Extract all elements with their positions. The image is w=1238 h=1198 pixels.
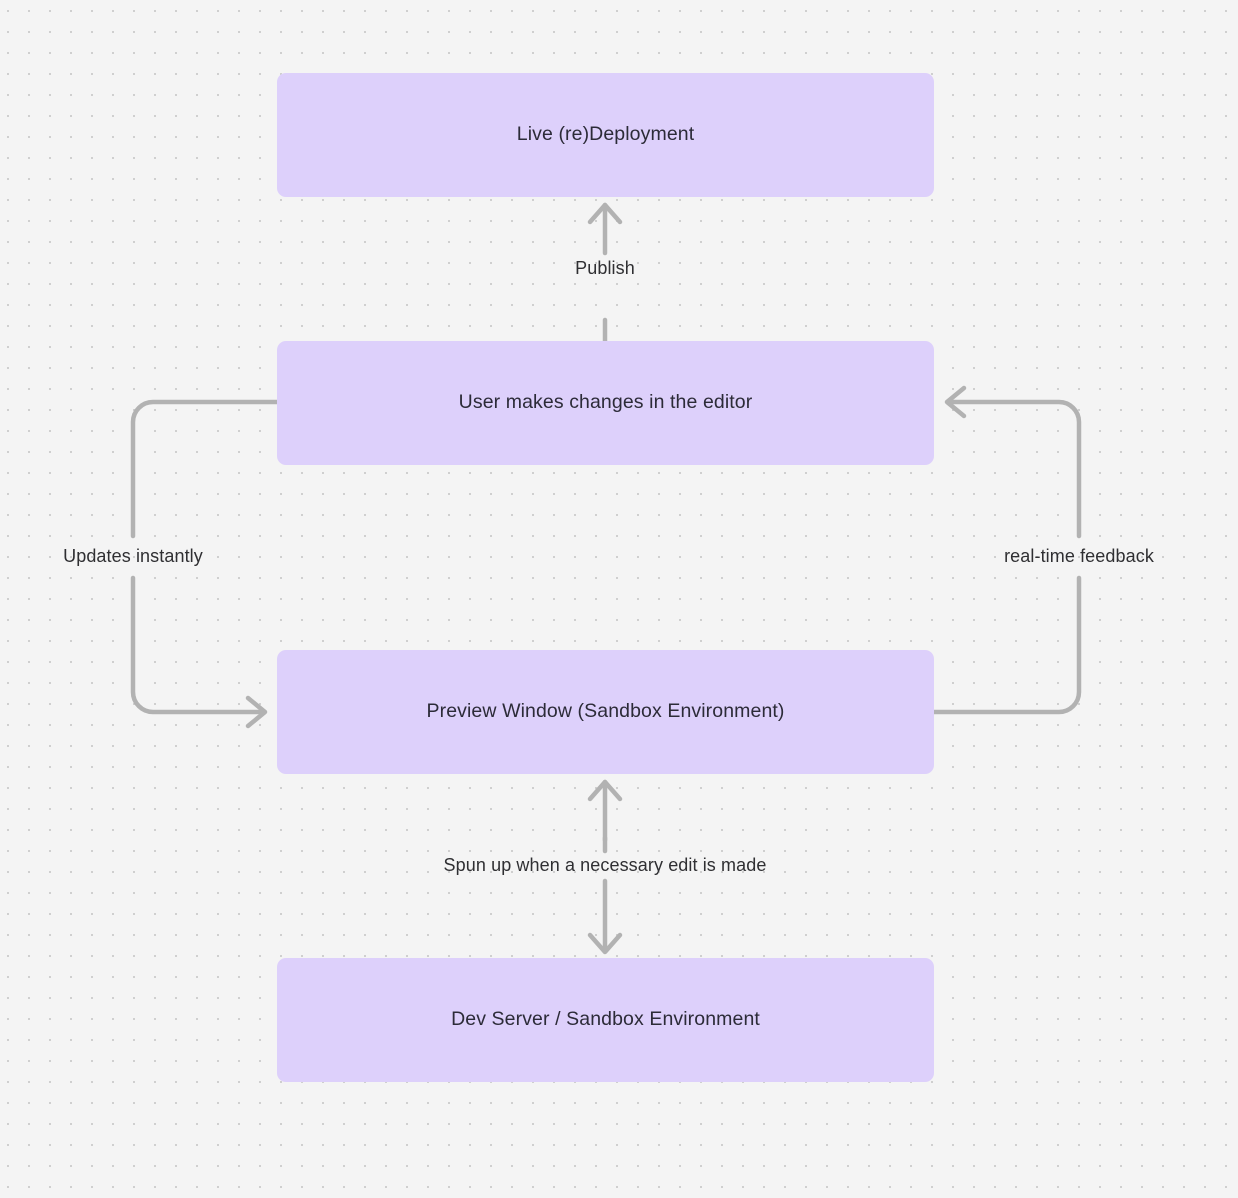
node-live-deployment[interactable]: Live (re)Deployment — [277, 73, 934, 197]
node-user-edits[interactable]: User makes changes in the editor — [277, 341, 934, 465]
edge-label-updates-instantly[interactable]: Updates instantly — [63, 546, 203, 567]
node-preview-window[interactable]: Preview Window (Sandbox Environment) — [277, 650, 934, 774]
edge-label-publish[interactable]: Publish — [575, 258, 635, 279]
node-label: Live (re)Deployment — [516, 123, 695, 146]
edge-label-real-time-feedback[interactable]: real-time feedback — [1004, 546, 1154, 567]
node-label: Preview Window (Sandbox Environment) — [426, 700, 785, 723]
node-label: User makes changes in the editor — [458, 391, 753, 414]
edge-label-spun-up[interactable]: Spun up when a necessary edit is made — [443, 855, 767, 876]
node-label: Dev Server / Sandbox Environment — [451, 1008, 760, 1031]
node-dev-server[interactable]: Dev Server / Sandbox Environment — [277, 958, 934, 1082]
